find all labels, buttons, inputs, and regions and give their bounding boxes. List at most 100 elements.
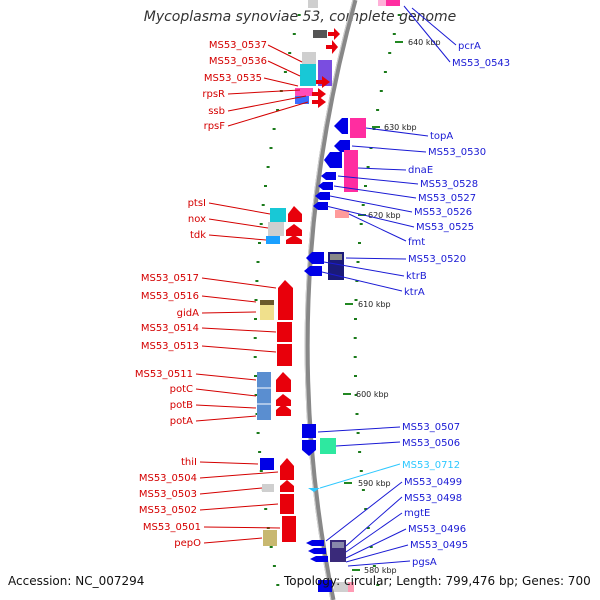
gene-box-khaki [263, 530, 277, 546]
gene-box-grey [262, 484, 274, 492]
gene-box-darkgrey [313, 30, 327, 38]
leader-line [329, 195, 413, 213]
reverse-gene-cluster-630 [313, 118, 366, 218]
tick-label: 640 kbp [408, 38, 441, 47]
leader-line [263, 77, 299, 87]
gc-dot [356, 261, 360, 263]
gc-dot [353, 356, 357, 358]
genome-backbone-highlight [304, 0, 354, 600]
gc-dot [264, 185, 267, 187]
gene-arrow [302, 440, 316, 456]
gc-dot [259, 223, 263, 225]
gene-arrow [276, 404, 291, 416]
gene-label: MS53_0502 [139, 505, 197, 516]
tick-label: 630 kbp [384, 123, 417, 132]
gc-dot [354, 299, 358, 301]
gene-box-grey [268, 222, 284, 236]
gene-label: thiI [181, 457, 197, 468]
gc-dot [254, 299, 258, 301]
gene-arrow [334, 118, 348, 134]
gc-dot [383, 71, 387, 73]
leader-line [199, 487, 263, 495]
gene-arrow [302, 424, 316, 438]
gene-label: MS53_0498 [404, 493, 462, 504]
gene-label: MS53_0712 [402, 460, 460, 471]
leader-line [199, 471, 279, 479]
gene-box-khaki-top [260, 300, 274, 305]
gc-dot [297, 14, 301, 16]
gene-label: ssb [208, 106, 225, 117]
gene-arrow [328, 28, 340, 40]
leader-line [325, 481, 403, 542]
gc-dot [372, 565, 376, 567]
gene-box-cyan [270, 208, 286, 222]
gene-label: MS53_0513 [141, 341, 199, 352]
gc-dot [376, 584, 380, 586]
tick-label: 610 kbp [358, 300, 391, 309]
reverse-gene-cluster-620 [304, 252, 344, 280]
gene-label: MS53_0535 [204, 73, 262, 84]
leader-line [321, 271, 403, 292]
top-gene-group [308, 0, 400, 8]
leader-line [319, 463, 401, 489]
leader-line [208, 202, 271, 215]
gc-dot [283, 71, 287, 73]
leader-line [227, 89, 301, 95]
leader-line [337, 175, 419, 185]
leader-line [325, 205, 415, 228]
leader-line [403, 5, 451, 63]
gene-label: MS53_0525 [416, 222, 474, 233]
gc-dot [366, 527, 370, 529]
gene-arrow [308, 548, 326, 554]
gene-label: rpsR [202, 89, 225, 100]
leader-line [199, 503, 279, 511]
gene-arrow [280, 458, 294, 480]
gc-dot [354, 375, 357, 377]
genome-info-text: Topology: circular; Length: 799,476 bp; … [284, 574, 591, 588]
gene-label: topA [430, 131, 453, 142]
gene-label: MS53_0499 [404, 477, 462, 488]
leader-line [347, 560, 411, 567]
leader-line [335, 441, 401, 447]
gc-dot [272, 128, 276, 130]
gc-dot [392, 33, 396, 35]
gene-label: tdk [190, 230, 206, 241]
leader-line [351, 145, 427, 153]
leader-line [267, 44, 303, 63]
gene-box-grey [302, 52, 316, 64]
gene-label: MS53_0537 [209, 40, 267, 51]
map-title: Mycoplasma synoviae 53, complete genome [143, 9, 457, 25]
gene-arrow [260, 458, 274, 470]
gene-arrow [278, 280, 293, 300]
gene-label: MS53_0543 [452, 58, 510, 69]
leader-line [203, 526, 281, 529]
gene-label: ptsI [188, 198, 206, 209]
leader-line [345, 257, 407, 260]
gene-label: pcrA [458, 41, 481, 52]
gc-dot [364, 508, 368, 510]
tick-label: 620 kbp [368, 211, 401, 220]
gene-arrow [276, 372, 291, 392]
forward-gene-cluster-ptsI [266, 206, 302, 244]
gene-box-blue [318, 580, 332, 592]
gene-label: MS53_0503 [139, 489, 197, 500]
leader-line [267, 60, 301, 77]
gc-dot [356, 432, 360, 434]
gene-arrow [304, 266, 322, 276]
left-label-group: MS53_0537 MS53_0536 MS53_0535 rpsR ssb r… [135, 40, 309, 549]
gene-box-red [282, 516, 296, 542]
gc-dot [272, 565, 276, 567]
gene-label: pgsA [412, 557, 437, 568]
leader-line [195, 373, 257, 381]
gene-label: nox [188, 214, 206, 225]
gene-label: MS53_0507 [402, 422, 460, 433]
leader-line [227, 101, 309, 127]
gc-dot [354, 318, 357, 320]
gene-box-pink-light [378, 0, 386, 6]
leader-line [345, 512, 403, 553]
leader-line [195, 404, 257, 409]
gene-box-red [280, 494, 294, 514]
gene-label: MS53_0506 [402, 438, 460, 449]
gc-dot [358, 451, 362, 453]
